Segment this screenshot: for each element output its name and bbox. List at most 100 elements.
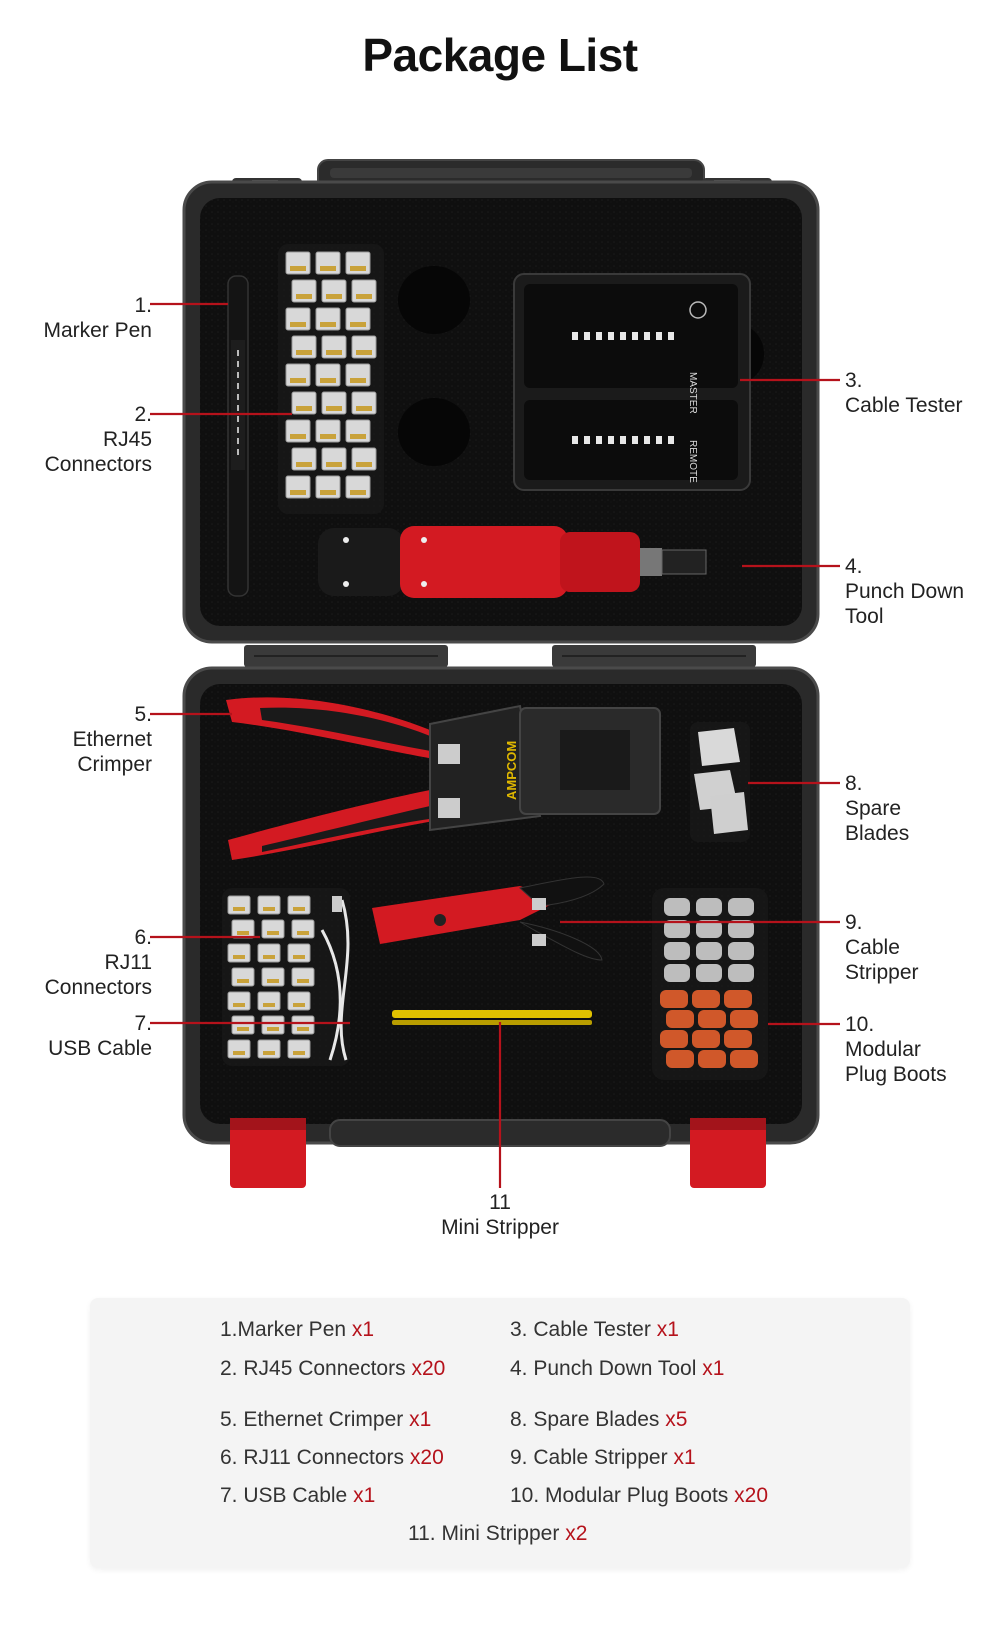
connector-pins: [293, 1003, 305, 1007]
callout-5-num: 5.: [134, 703, 152, 726]
rj11-connector: [287, 943, 311, 963]
modular-plug-boots-bag: [652, 888, 768, 1080]
grey-boot: [696, 920, 722, 938]
summary-item-2: 2. RJ45 Connectors x20: [220, 1357, 445, 1381]
rj11-connector: [227, 991, 251, 1011]
tester-led: [668, 436, 674, 444]
callout-11: 11 Mini Stripper: [400, 1190, 600, 1240]
connector-pins: [237, 1027, 249, 1031]
cable-stripper: [372, 876, 605, 961]
connector-pins: [233, 907, 245, 911]
tester-led: [572, 436, 578, 444]
summary-item-qty: x2: [565, 1522, 588, 1545]
connector-pins: [320, 266, 336, 271]
connector-pins: [297, 931, 309, 935]
connector-pins: [350, 322, 366, 327]
rj11-connector: [227, 895, 251, 915]
connector-pins: [296, 350, 312, 355]
summary-item-name: 10. Modular Plug Boots: [510, 1484, 729, 1507]
rj11-connector: [257, 895, 281, 915]
connector-pins: [237, 931, 249, 935]
connector-pins: [296, 406, 312, 411]
summary-item-name: 11. Mini Stripper: [408, 1522, 560, 1545]
callout-7-num: 7.: [134, 1012, 152, 1035]
summary-item-3: 3. Cable Tester x1: [510, 1318, 679, 1342]
rj11-connector: [231, 967, 255, 987]
summary-item-name: 1.Marker Pen: [220, 1318, 347, 1341]
summary-item-8: 8. Spare Blades x5: [510, 1408, 687, 1432]
orange-boot: [666, 1050, 694, 1068]
summary-item-name: 2. RJ45 Connectors: [220, 1357, 406, 1380]
tester-led: [608, 436, 614, 444]
connector-pins: [326, 406, 342, 411]
tester-master-text: MASTER: [687, 372, 698, 414]
package-summary-card: 1.Marker Pen x1 2. RJ45 Connectors x20 3…: [90, 1298, 910, 1568]
summary-item-qty: x1: [702, 1357, 725, 1380]
callout-8-line-1: Spare: [845, 797, 902, 820]
summary-item-4: 4. Punch Down Tool x1: [510, 1357, 724, 1381]
rj11-connector: [261, 967, 285, 987]
ethernet-crimper: AMPCOM: [226, 697, 661, 860]
orange-boot: [698, 1050, 726, 1068]
summary-item-10: 10. Modular Plug Boots x20: [510, 1484, 768, 1508]
tester-led: [620, 332, 626, 340]
tester-remote-text: REMOTE: [687, 440, 698, 483]
tester-led: [644, 332, 650, 340]
spare-blades-bag: [690, 722, 750, 842]
callout-7: 7. USB Cable: [48, 1011, 152, 1061]
connector-pins: [350, 266, 366, 271]
callout-2: 2. RJ45 Connectors: [45, 402, 152, 477]
callout-3-num: 3.: [845, 369, 863, 392]
red-latches: [230, 1118, 766, 1188]
grey-boot: [696, 898, 722, 916]
tester-led: [656, 332, 662, 340]
tester-led: [608, 332, 614, 340]
rj11-connector: [261, 919, 285, 939]
case-hinges: [244, 645, 756, 667]
tester-led: [584, 436, 590, 444]
rj11-connector: [291, 919, 315, 939]
callout-4-line-1: Punch Down: [845, 580, 965, 603]
rj11-connector: [231, 919, 255, 939]
grey-boot: [664, 898, 690, 916]
callout-6-line-2: Connectors: [44, 976, 152, 999]
grey-boot: [728, 920, 754, 938]
connector-pins: [326, 462, 342, 467]
rj11-connector: [257, 1039, 281, 1059]
orange-boot: [724, 1030, 752, 1048]
orange-boot: [660, 1030, 688, 1048]
callout-5-line-1: Ethernet: [72, 728, 152, 751]
tester-led: [632, 332, 638, 340]
summary-item-1: 1.Marker Pen x1: [220, 1318, 374, 1342]
rj11-connector: [261, 1015, 285, 1035]
summary-item-5: 5. Ethernet Crimper x1: [220, 1408, 431, 1432]
connector-pins: [293, 955, 305, 959]
callout-6-line-1: RJ11: [104, 951, 152, 974]
connector-pins: [263, 955, 275, 959]
marker-pen: [227, 275, 249, 597]
callout-6-num: 6.: [134, 926, 152, 949]
grey-boot: [728, 898, 754, 916]
callout-8-num: 8.: [845, 772, 863, 795]
rj11-connector: [291, 1015, 315, 1035]
cable-tester: MASTER REMOTE: [513, 273, 751, 491]
connector-pins: [350, 490, 366, 495]
orange-boot: [692, 990, 720, 1008]
tester-led: [596, 436, 602, 444]
callout-11-num: 11: [489, 1191, 511, 1214]
connector-pins: [297, 979, 309, 983]
summary-item-qty: x1: [656, 1318, 679, 1341]
connector-pins: [326, 294, 342, 299]
connector-pins: [237, 979, 249, 983]
grey-boot: [696, 964, 722, 982]
grey-boot: [664, 964, 690, 982]
summary-item-9: 9. Cable Stripper x1: [510, 1446, 696, 1470]
summary-item-qty: x20: [411, 1357, 446, 1380]
rj11-connector: [231, 1015, 255, 1035]
connector-pins: [290, 322, 306, 327]
callout-2-line-2: Connectors: [44, 453, 152, 476]
callout-11-label: Mini Stripper: [441, 1216, 559, 1239]
connector-pins: [356, 294, 372, 299]
callout-10: 10. Modular Plug Boots: [845, 1012, 947, 1087]
